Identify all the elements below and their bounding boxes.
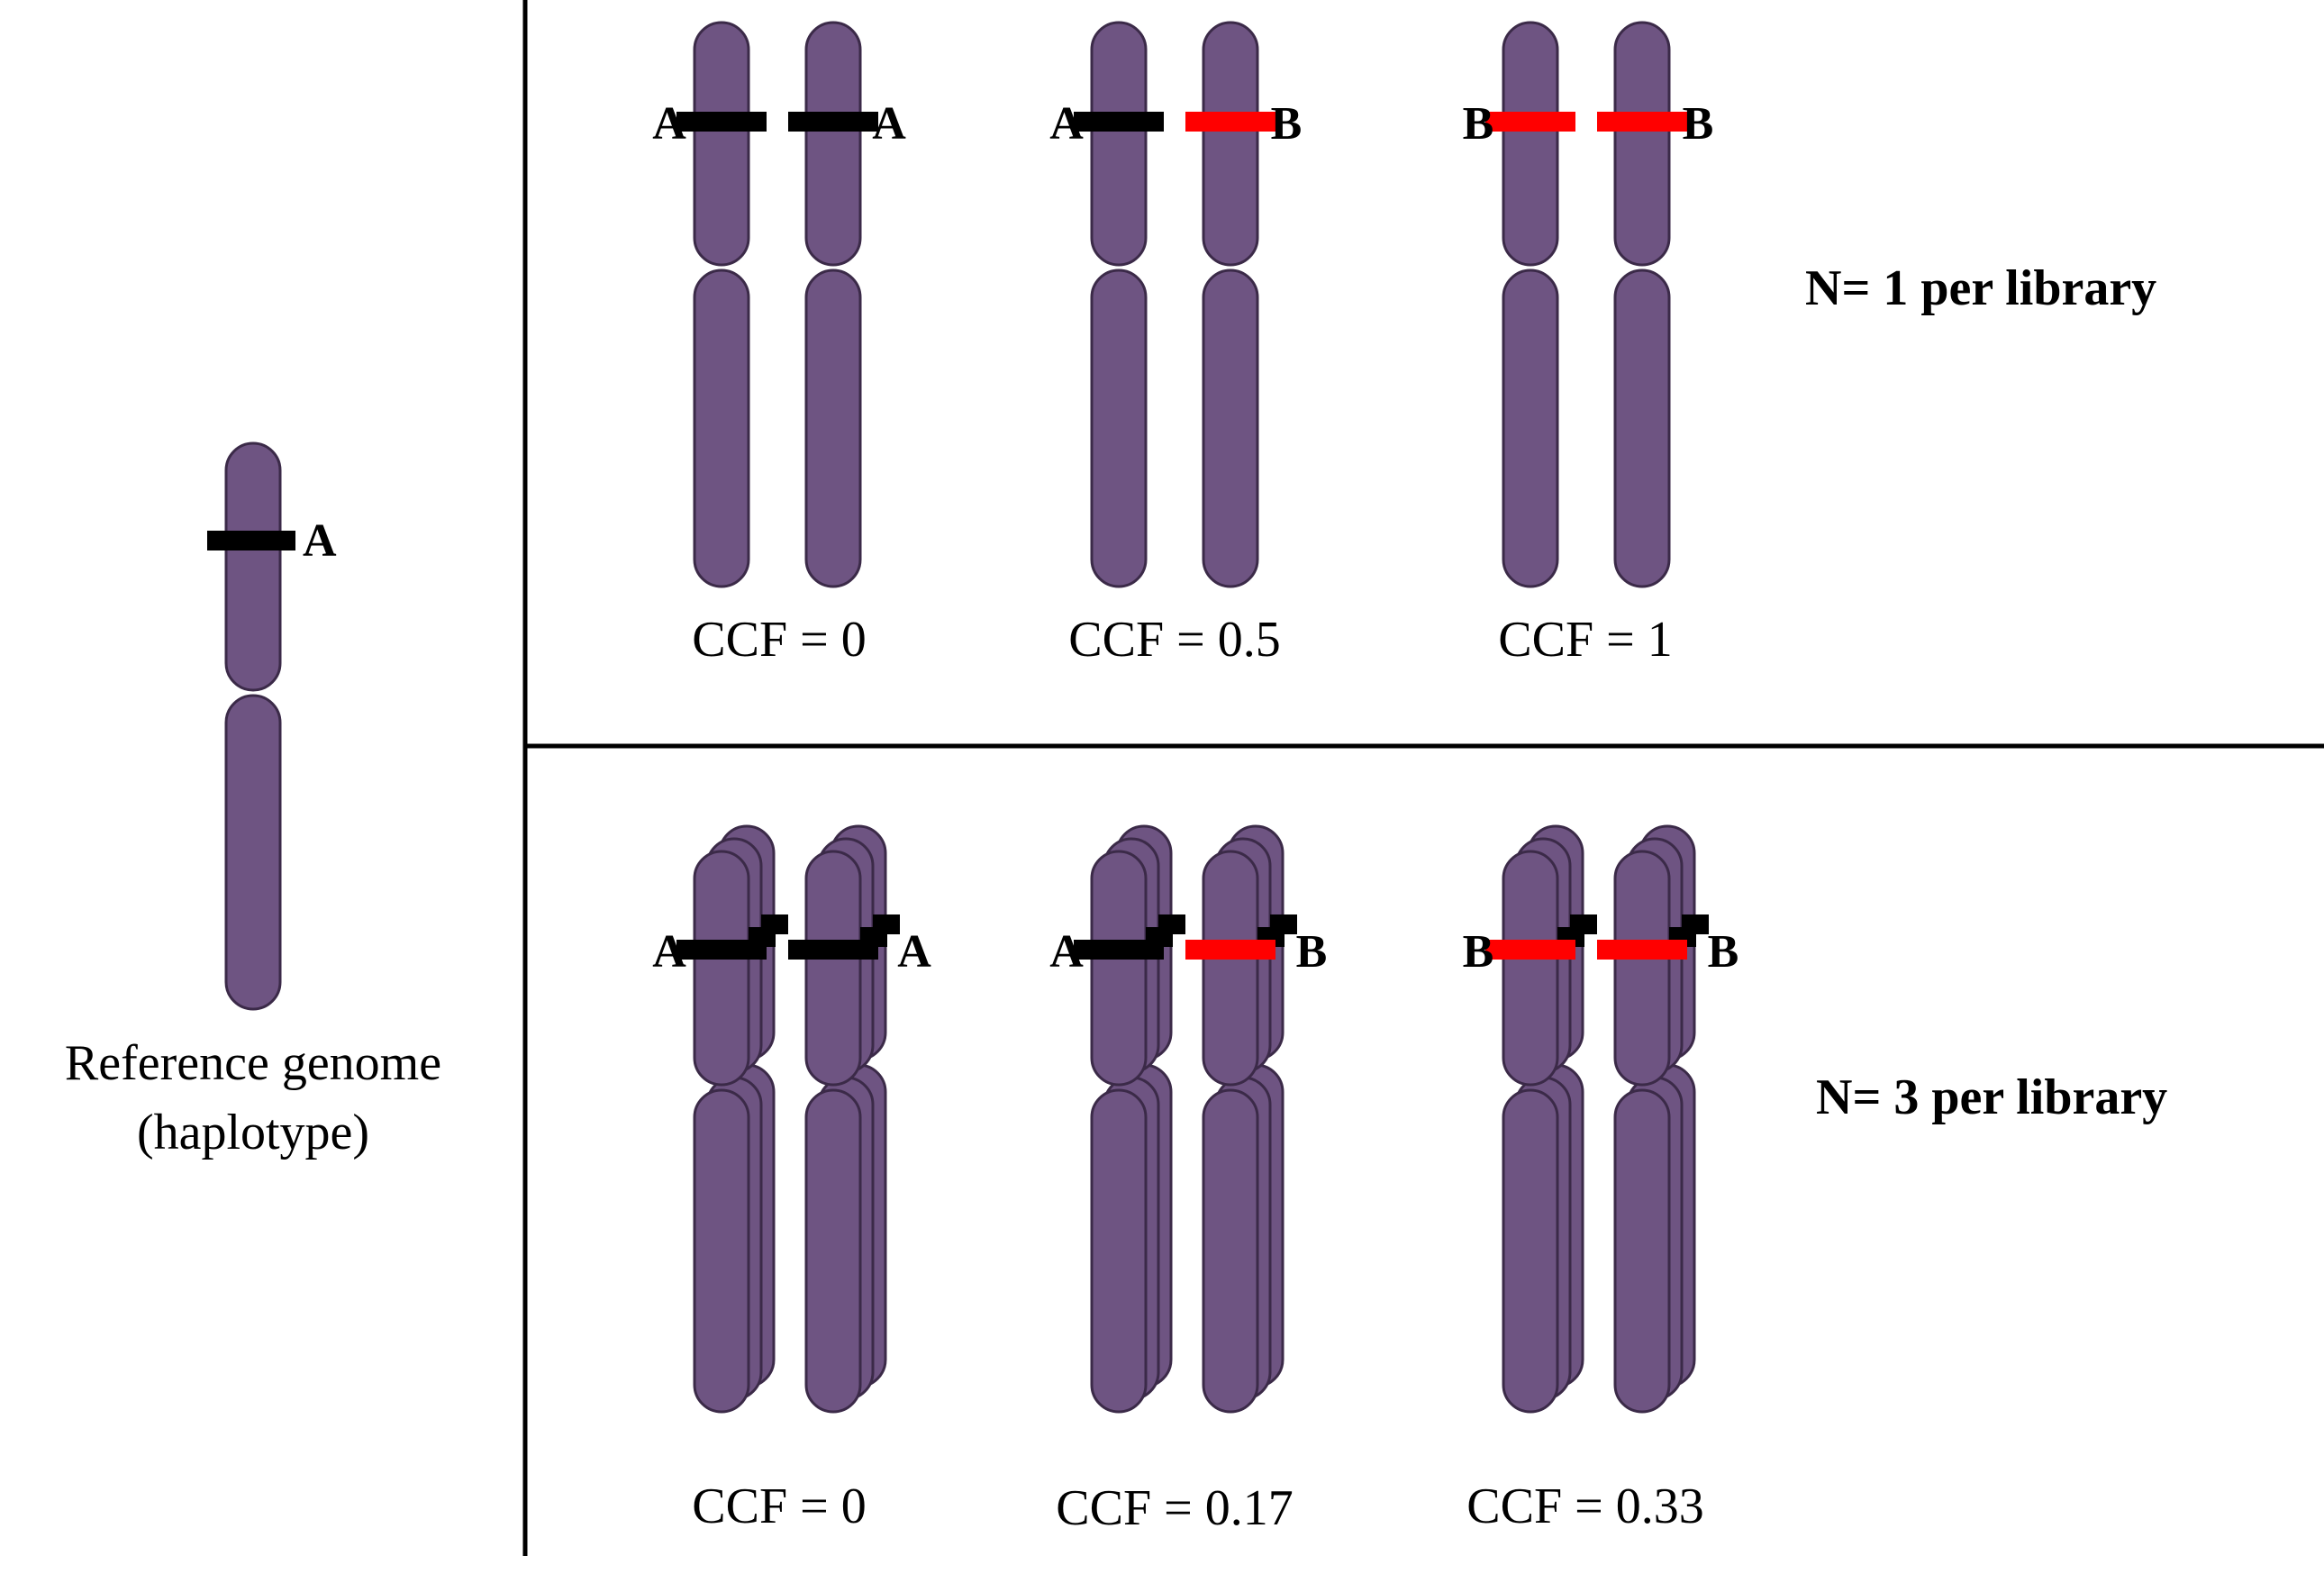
chromosome-n1-1-right: A: [788, 21, 906, 588]
chromatid-lower-copy1: [804, 268, 862, 588]
allele-marker-copy1: [1074, 112, 1164, 132]
reference-chromatid-lower: [224, 694, 282, 1011]
chromosome-n3-1-right: A: [788, 824, 931, 1414]
ccf-label-n1-pair3: CCF = 1: [1498, 612, 1672, 668]
ccf-label-n1-pair2: CCF = 0.5: [1068, 612, 1280, 668]
chromosome-n1-3-left: B: [1463, 21, 1575, 588]
chromatid-upper-copy1: [1090, 850, 1148, 1087]
chromosome-n3-1-left: A: [652, 824, 788, 1414]
reference-chromatid-upper: [224, 441, 282, 692]
chromatid-lower-copy1: [1613, 268, 1671, 588]
allele-label-left: A: [1049, 926, 1084, 978]
chromatid-lower-copy1: [1502, 268, 1559, 588]
reference-chromosome: A: [207, 441, 337, 1011]
chromosome-n1-3-right: B: [1597, 21, 1714, 588]
chromatid-upper-copy1: [1613, 21, 1671, 267]
allele-label-left: B: [1463, 98, 1494, 150]
chromosome-n1-2-left: A: [1049, 21, 1164, 588]
chromatid-upper-copy1: [804, 21, 862, 267]
chromatid-upper-copy1: [1613, 850, 1671, 1087]
allele-marker-copy1: [1074, 940, 1164, 960]
allele-label-left: B: [1463, 926, 1494, 978]
chromatid-upper-copy1: [1090, 21, 1148, 267]
chromosome-n3-2-left: A: [1049, 824, 1185, 1414]
panel-label-n1: N= 1 per library: [1805, 260, 2156, 316]
chromosome-n1-1-left: A: [652, 21, 767, 588]
chromatid-upper-copy1: [693, 850, 750, 1087]
allele-label-right: A: [872, 98, 906, 150]
allele-marker-copy1: [1597, 940, 1687, 960]
allele-marker-copy1: [1485, 940, 1575, 960]
allele-marker-copy1: [788, 112, 878, 132]
chromatid-lower-copy1: [1090, 1088, 1148, 1414]
panel-label-n3: N= 3 per library: [1816, 1069, 2167, 1125]
allele-marker-copy1: [788, 940, 878, 960]
chromosome-n3-2-right: B: [1185, 824, 1328, 1414]
chromatid-lower-copy1: [1502, 1088, 1559, 1414]
chromatid-upper-copy1: [693, 21, 750, 267]
allele-marker-copy1: [1185, 940, 1275, 960]
chromatid-upper-copy1: [1502, 21, 1559, 267]
ccf-label-n3-pair1: CCF = 0: [692, 1478, 866, 1534]
allele-marker-copy1: [1597, 112, 1687, 132]
chromosome-n1-2-right: B: [1185, 21, 1303, 588]
chromatid-lower-copy1: [1090, 268, 1148, 588]
chromatid-lower-copy1: [1202, 268, 1259, 588]
chromatid-lower-copy1: [804, 1088, 862, 1414]
allele-label-right: B: [1683, 98, 1714, 150]
allele-marker-copy1: [1485, 112, 1575, 132]
chromatid-upper-copy1: [1202, 21, 1259, 267]
chromosome-n3-3-left: B: [1463, 824, 1597, 1414]
reference-caption-line1: Reference genome: [65, 1035, 441, 1091]
allele-marker-copy1: [676, 112, 767, 132]
allele-label-left: A: [652, 98, 686, 150]
ccf-label-n3-pair2: CCF = 0.17: [1056, 1480, 1293, 1536]
reference-allele-label: A: [303, 515, 337, 567]
ccf-label-n3-pair3: CCF = 0.33: [1466, 1478, 1703, 1534]
chromatid-lower-copy1: [1202, 1088, 1259, 1414]
chromatid-lower-copy1: [1613, 1088, 1671, 1414]
allele-label-right: B: [1271, 98, 1303, 150]
allele-label-right: B: [1296, 926, 1328, 978]
chromatid-upper-copy1: [804, 850, 862, 1087]
allele-label-left: A: [652, 926, 686, 978]
chromatid-lower-copy1: [693, 1088, 750, 1414]
ccf-label-n1-pair1: CCF = 0: [692, 612, 866, 668]
chromatid-upper-copy1: [1502, 850, 1559, 1087]
allele-marker-copy1: [676, 940, 767, 960]
reference-caption-line2: (haplotype): [137, 1105, 369, 1160]
allele-marker-copy1: [1185, 112, 1275, 132]
reference-allele-marker: [207, 531, 295, 550]
chromatid-lower-copy1: [693, 268, 750, 588]
chromosome-n3-3-right: B: [1597, 824, 1739, 1414]
allele-label-left: A: [1049, 98, 1084, 150]
allele-label-right: B: [1708, 926, 1739, 978]
chromatid-upper-copy1: [1202, 850, 1259, 1087]
allele-label-right: A: [897, 926, 931, 978]
